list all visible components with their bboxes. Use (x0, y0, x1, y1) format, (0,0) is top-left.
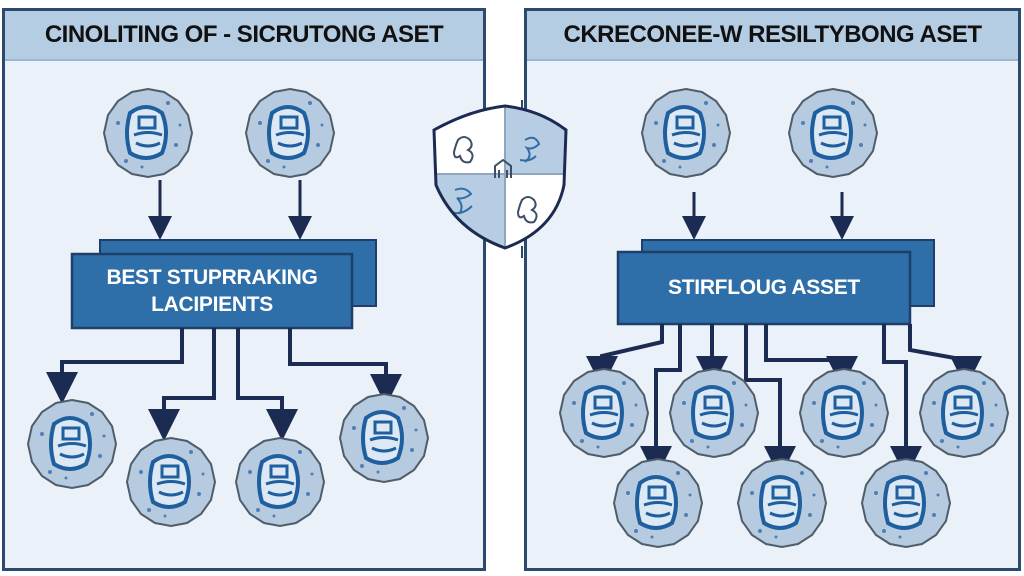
output-coin (736, 457, 828, 549)
output-coin (798, 367, 890, 459)
output-coin (234, 436, 326, 528)
heraldic-shield-emblem (432, 100, 568, 258)
right-box-label-text: STIRFLOUG ASSET (668, 276, 860, 299)
output-coin (26, 398, 118, 490)
output-coin (125, 436, 217, 528)
left-process-box (70, 252, 354, 330)
output-coin (860, 457, 952, 549)
right-connectors (586, 324, 982, 478)
source-coin (640, 87, 732, 179)
left-panel-title: CINOLITING OF - SICRUTONG ASET (5, 11, 483, 61)
output-coin (612, 457, 704, 549)
output-coin (668, 367, 760, 459)
source-coin (244, 87, 336, 179)
output-coin (918, 367, 1010, 459)
left-box-label-line2: LACIPIENTS (151, 293, 273, 316)
source-coin (787, 87, 879, 179)
left-connectors (46, 328, 402, 441)
source-coin (102, 87, 194, 179)
left-box-label: BEST STUPRRAKING LACIPIENTS (72, 254, 352, 328)
output-coin (558, 367, 650, 459)
output-coin (338, 392, 430, 484)
right-box-label: STIRFLOUG ASSET (618, 252, 910, 324)
right-panel-title: CKRECONEE-W RESILTYBONG ASET (527, 11, 1018, 61)
left-box-label-line1: BEST STUPRRAKING (106, 266, 318, 289)
